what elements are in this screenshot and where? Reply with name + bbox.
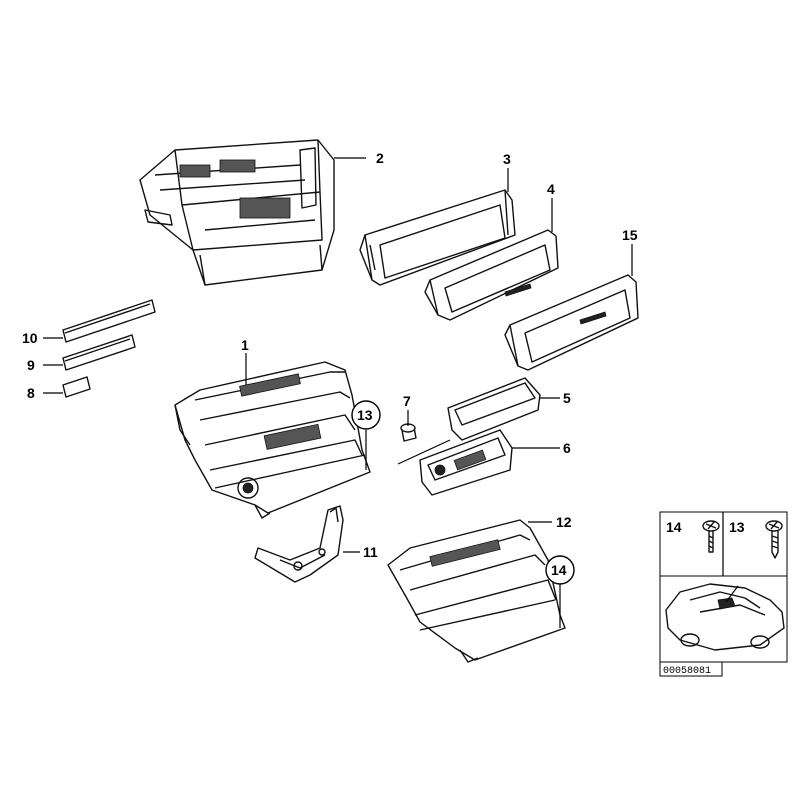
part-2-frame[interactable]	[139, 139, 335, 286]
part-15-tray[interactable]	[504, 274, 639, 371]
callout-13-circle	[351, 400, 381, 430]
callout-2[interactable]: 2	[376, 150, 384, 166]
callout-14[interactable]: 14	[551, 562, 567, 578]
callout-12[interactable]: 12	[556, 514, 572, 530]
callout-7[interactable]: 7	[403, 393, 411, 409]
callout-14-circle	[545, 555, 575, 585]
part-5-tray[interactable]	[447, 377, 541, 441]
part-4-tray[interactable]	[424, 229, 559, 321]
part-3-tray[interactable]	[359, 189, 516, 286]
callout-6[interactable]: 6	[563, 440, 571, 456]
callout-11[interactable]: 11	[363, 544, 378, 560]
leader-lines	[43, 157, 633, 628]
part-6-ashtray[interactable]	[419, 429, 513, 496]
callouts: 2 3 4 15 10 9 8 1 7 5 6 11 12 13 14	[22, 150, 638, 585]
part-7-plug[interactable]	[400, 423, 417, 442]
part-8-strip[interactable]	[62, 376, 91, 398]
legend-label-13: 13	[729, 519, 745, 535]
callout-15[interactable]: 15	[622, 227, 638, 243]
screw-13-icon	[765, 520, 783, 559]
part-11-bracket[interactable]	[254, 505, 344, 583]
callout-5[interactable]: 5	[563, 390, 571, 406]
part-10-strip[interactable]	[62, 299, 156, 343]
callout-1[interactable]: 1	[241, 337, 249, 353]
callout-13[interactable]: 13	[357, 407, 373, 423]
part-12-frame[interactable]	[387, 519, 566, 663]
part-9-strip[interactable]	[62, 334, 136, 371]
legend-panel: 14 13 00058081	[659, 511, 788, 677]
screw-14-icon	[702, 520, 720, 553]
diagram-ref: 00058081	[663, 666, 711, 677]
callout-8[interactable]: 8	[27, 385, 35, 401]
callout-10[interactable]: 10	[22, 330, 38, 346]
part-1-console[interactable]	[174, 361, 371, 519]
callout-9[interactable]: 9	[27, 357, 35, 373]
callout-4[interactable]: 4	[547, 181, 555, 197]
diagram-ref-box	[659, 661, 723, 677]
car-locator-icon	[665, 583, 785, 651]
legend-label-14: 14	[666, 519, 682, 535]
callout-3[interactable]: 3	[503, 151, 511, 167]
